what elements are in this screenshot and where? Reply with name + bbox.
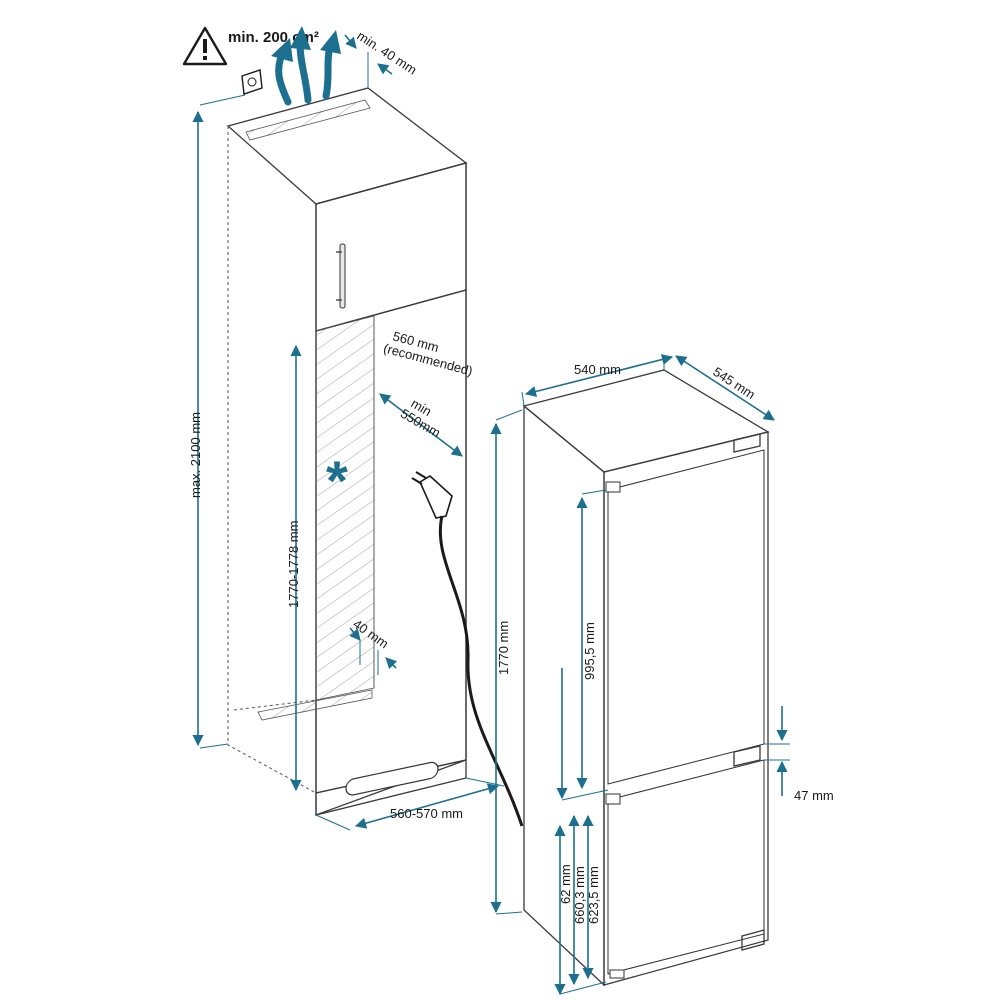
bottom-vent-slot bbox=[257, 689, 373, 721]
lower-c-label: 623,5 mm bbox=[586, 866, 601, 924]
niche-inner-height-label: 1770-1778 mm bbox=[286, 521, 301, 608]
asterisk-icon: * bbox=[326, 449, 348, 512]
depth-dimension: 545 mm bbox=[675, 355, 775, 421]
top-gap-dimension: min. 40 mm bbox=[344, 28, 419, 88]
appliance-height-dimension: 1770 mm bbox=[490, 409, 523, 915]
appliance-height-label: 1770 mm bbox=[496, 621, 511, 675]
lower-a-label: 62 mm bbox=[558, 864, 573, 904]
niche-inner-height-dimension: 1770-1778 mm bbox=[286, 344, 302, 792]
plinth-vent-grille bbox=[345, 761, 439, 796]
power-socket-icon bbox=[241, 69, 263, 95]
upper-door-label: 995,5 mm bbox=[582, 622, 597, 680]
warning-triangle-icon bbox=[182, 26, 228, 66]
appliance bbox=[522, 369, 770, 987]
top-vent-slot bbox=[245, 99, 371, 141]
niche-width-label: 560-570 mm bbox=[390, 806, 463, 821]
lower-door-panel bbox=[607, 759, 765, 975]
lower-b-label: 660,3 mm bbox=[572, 866, 587, 924]
lower-door-dimensions: 62 mm 660,3 mm 623,5 mm bbox=[554, 814, 607, 996]
upper-cabinet-door bbox=[315, 162, 467, 332]
upper-door-handle bbox=[339, 243, 346, 309]
cabinet-niche bbox=[226, 87, 468, 816]
min-depth-label: min 550mm bbox=[398, 394, 450, 441]
niche-height-dimension: max. 2100 mm bbox=[188, 94, 246, 749]
airflow-arrows-icon bbox=[271, 26, 341, 106]
width-dimension: 540 mm bbox=[521, 354, 674, 407]
niche-height-label: max. 2100 mm bbox=[188, 412, 203, 498]
recommended-depth-label: 560 mm (recommended) bbox=[382, 327, 478, 379]
door-gap-label: 47 mm bbox=[794, 788, 834, 803]
door-gap-dimension: 47 mm bbox=[764, 706, 834, 803]
upper-door-panel bbox=[607, 449, 765, 785]
width-label: 540 mm bbox=[574, 362, 621, 377]
upper-door-dimension: 995,5 mm bbox=[556, 489, 609, 801]
niche-depth-dimensions: 560 mm (recommended) min 550mm bbox=[379, 327, 478, 457]
